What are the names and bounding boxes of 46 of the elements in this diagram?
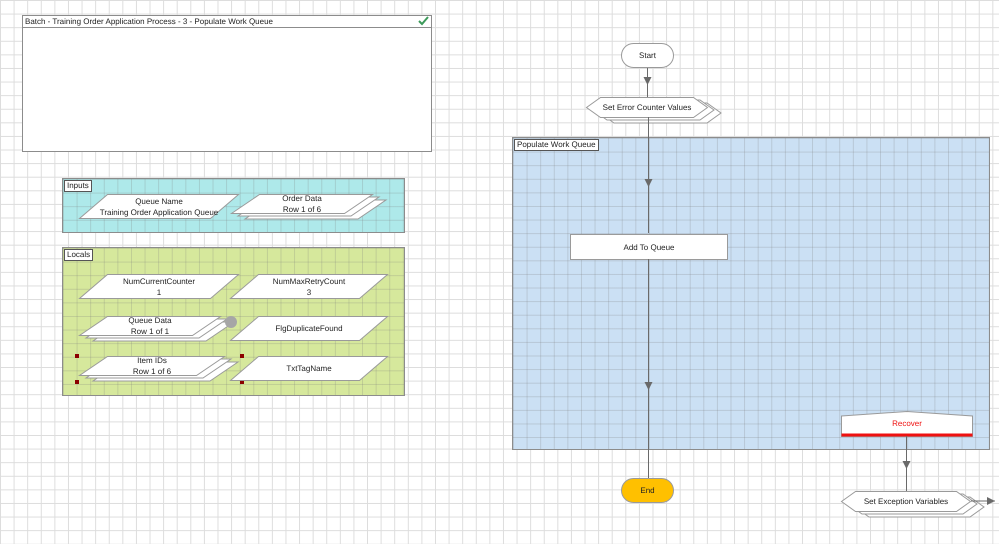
node-label: Start	[639, 50, 656, 61]
data-item	[230, 274, 388, 299]
group-title: Populate Work Queue	[514, 139, 599, 151]
node-label: Set Exception Variables	[864, 496, 948, 506]
node-label: Row 1 of 1	[130, 326, 170, 336]
data-item	[79, 194, 239, 219]
terminal-shape	[621, 43, 674, 68]
terminal-shape	[621, 478, 674, 503]
data-item	[230, 356, 388, 381]
multi-calc-stage	[841, 491, 985, 518]
node-label: Row 1 of 6	[132, 366, 172, 376]
group-title: Inputs	[64, 180, 92, 192]
block-area	[512, 137, 990, 450]
collection-item	[231, 194, 387, 220]
data-item	[230, 316, 388, 341]
arrow	[644, 258, 652, 478]
node-label: Queue Name	[135, 196, 183, 206]
data-item	[79, 274, 239, 299]
node-label: Queue Data	[128, 314, 172, 326]
data-panel	[62, 178, 405, 233]
node-label: Item IDs	[137, 354, 167, 366]
node-label: NumMaxRetryCount	[272, 276, 346, 286]
page-info-box	[22, 15, 432, 152]
collection-item	[79, 316, 235, 342]
node-label: Set Error Counter Values	[602, 102, 692, 112]
node-label: TxtTagName	[286, 363, 332, 374]
action-box	[570, 234, 728, 260]
multi-calc-stage	[586, 97, 722, 124]
data-panel	[62, 247, 405, 396]
arrow	[970, 497, 996, 505]
node-label: Row 1 of 6	[282, 204, 322, 214]
node-label: End	[640, 485, 655, 496]
node-label: 1	[156, 286, 162, 298]
node-label: FlgDuplicateFound	[275, 323, 343, 334]
arrow	[902, 436, 910, 492]
node-label: NumCurrentCounter	[122, 276, 196, 286]
group-title: Locals	[64, 249, 94, 261]
node-label: Recover	[892, 418, 922, 428]
arrow	[644, 68, 652, 98]
node-label: Order Data	[282, 192, 322, 204]
arrow	[644, 116, 652, 234]
node-label: 3	[306, 286, 312, 298]
title-text: Batch - Training Order Application Process - 3 - Populate Work Queue	[25, 17, 273, 27]
node-label: Add To Queue	[623, 242, 674, 252]
recover-stage	[841, 411, 973, 437]
node-label: Training Order Application Queue	[100, 206, 218, 218]
